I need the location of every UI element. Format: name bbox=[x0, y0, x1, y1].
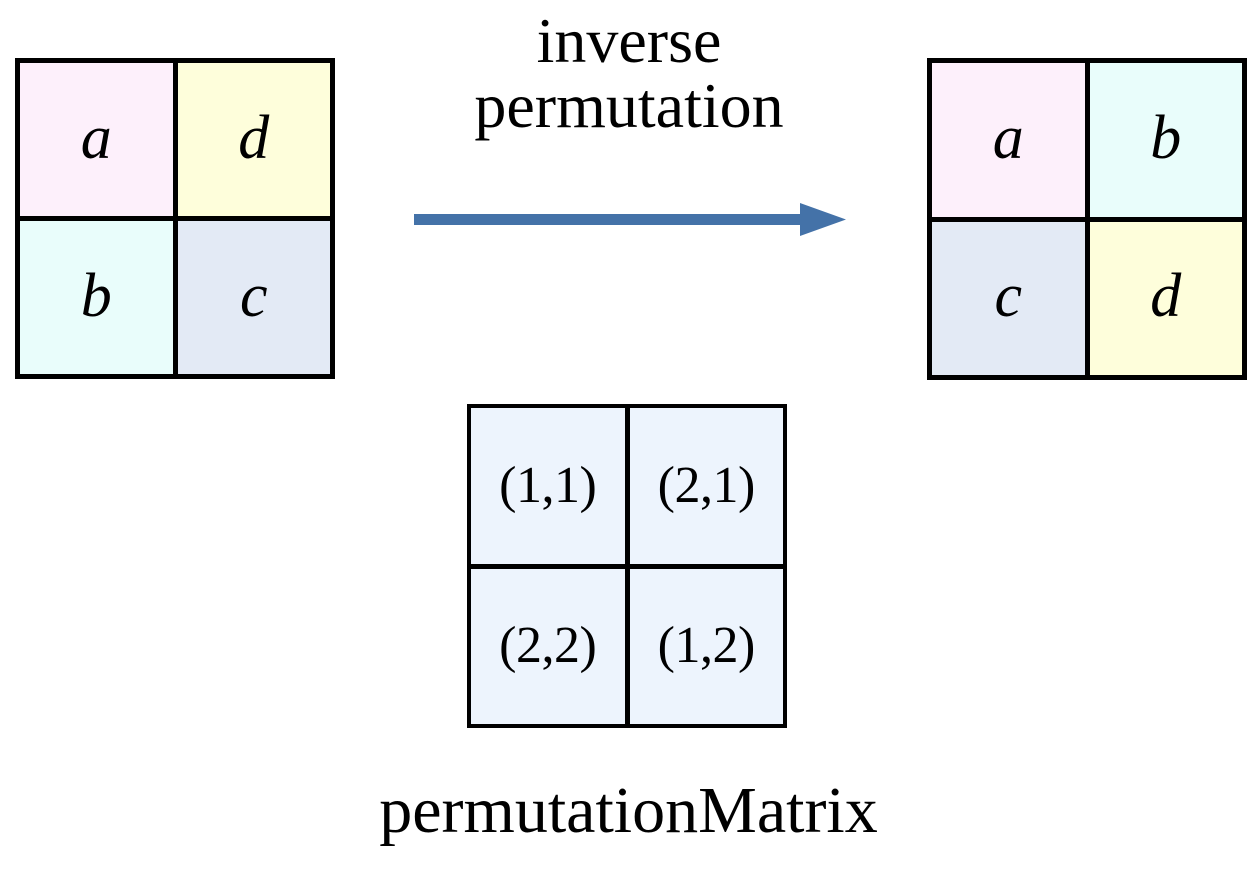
source-cell-2: b bbox=[20, 221, 173, 374]
permutation-cell-0-label: (1,1) bbox=[499, 456, 597, 514]
source-cell-2-label: b bbox=[80, 261, 112, 330]
result-matrix: a b c d bbox=[927, 58, 1247, 380]
result-cell-2-label: c bbox=[994, 262, 1023, 331]
permutation-cell-3: (1,2) bbox=[629, 568, 783, 724]
permutation-cell-1: (2,1) bbox=[629, 408, 783, 564]
permutation-cell-2-label: (2,2) bbox=[499, 617, 597, 675]
arrow-head bbox=[800, 203, 846, 236]
result-cell-0: a bbox=[932, 63, 1085, 217]
permutation-cell-1-label: (2,1) bbox=[657, 456, 756, 514]
result-cell-1: b bbox=[1089, 63, 1242, 217]
result-cell-1-label: b bbox=[1150, 103, 1182, 172]
permutation-cell-0: (1,1) bbox=[471, 408, 625, 564]
source-cell-3-label: c bbox=[239, 261, 268, 330]
result-cell-0-label: a bbox=[992, 103, 1024, 172]
transform-label: inverse permutation bbox=[352, 8, 906, 139]
source-matrix: a d b c bbox=[15, 58, 335, 379]
transform-label-line-2: permutation bbox=[474, 70, 784, 142]
permutation-matrix-caption: permutationMatrix bbox=[379, 774, 878, 847]
result-cell-3-label: d bbox=[1150, 262, 1182, 331]
source-cell-0-label: a bbox=[80, 103, 112, 172]
source-cell-1: d bbox=[177, 63, 330, 216]
source-cell-3: c bbox=[177, 221, 330, 374]
result-cell-2: c bbox=[932, 221, 1085, 375]
result-cell-3: d bbox=[1089, 221, 1242, 375]
arrow-shaft bbox=[414, 214, 806, 225]
transform-label-line-1: inverse bbox=[536, 5, 722, 76]
permutation-cell-2: (2,2) bbox=[471, 568, 625, 724]
rightwards-arrow-icon bbox=[414, 203, 846, 236]
source-cell-0: a bbox=[20, 63, 173, 216]
permutation-matrix: (1,1) (2,1) (2,2) (1,2) bbox=[467, 404, 787, 728]
source-cell-1-label: d bbox=[238, 103, 270, 172]
permutation-cell-3-label: (1,2) bbox=[657, 617, 756, 675]
